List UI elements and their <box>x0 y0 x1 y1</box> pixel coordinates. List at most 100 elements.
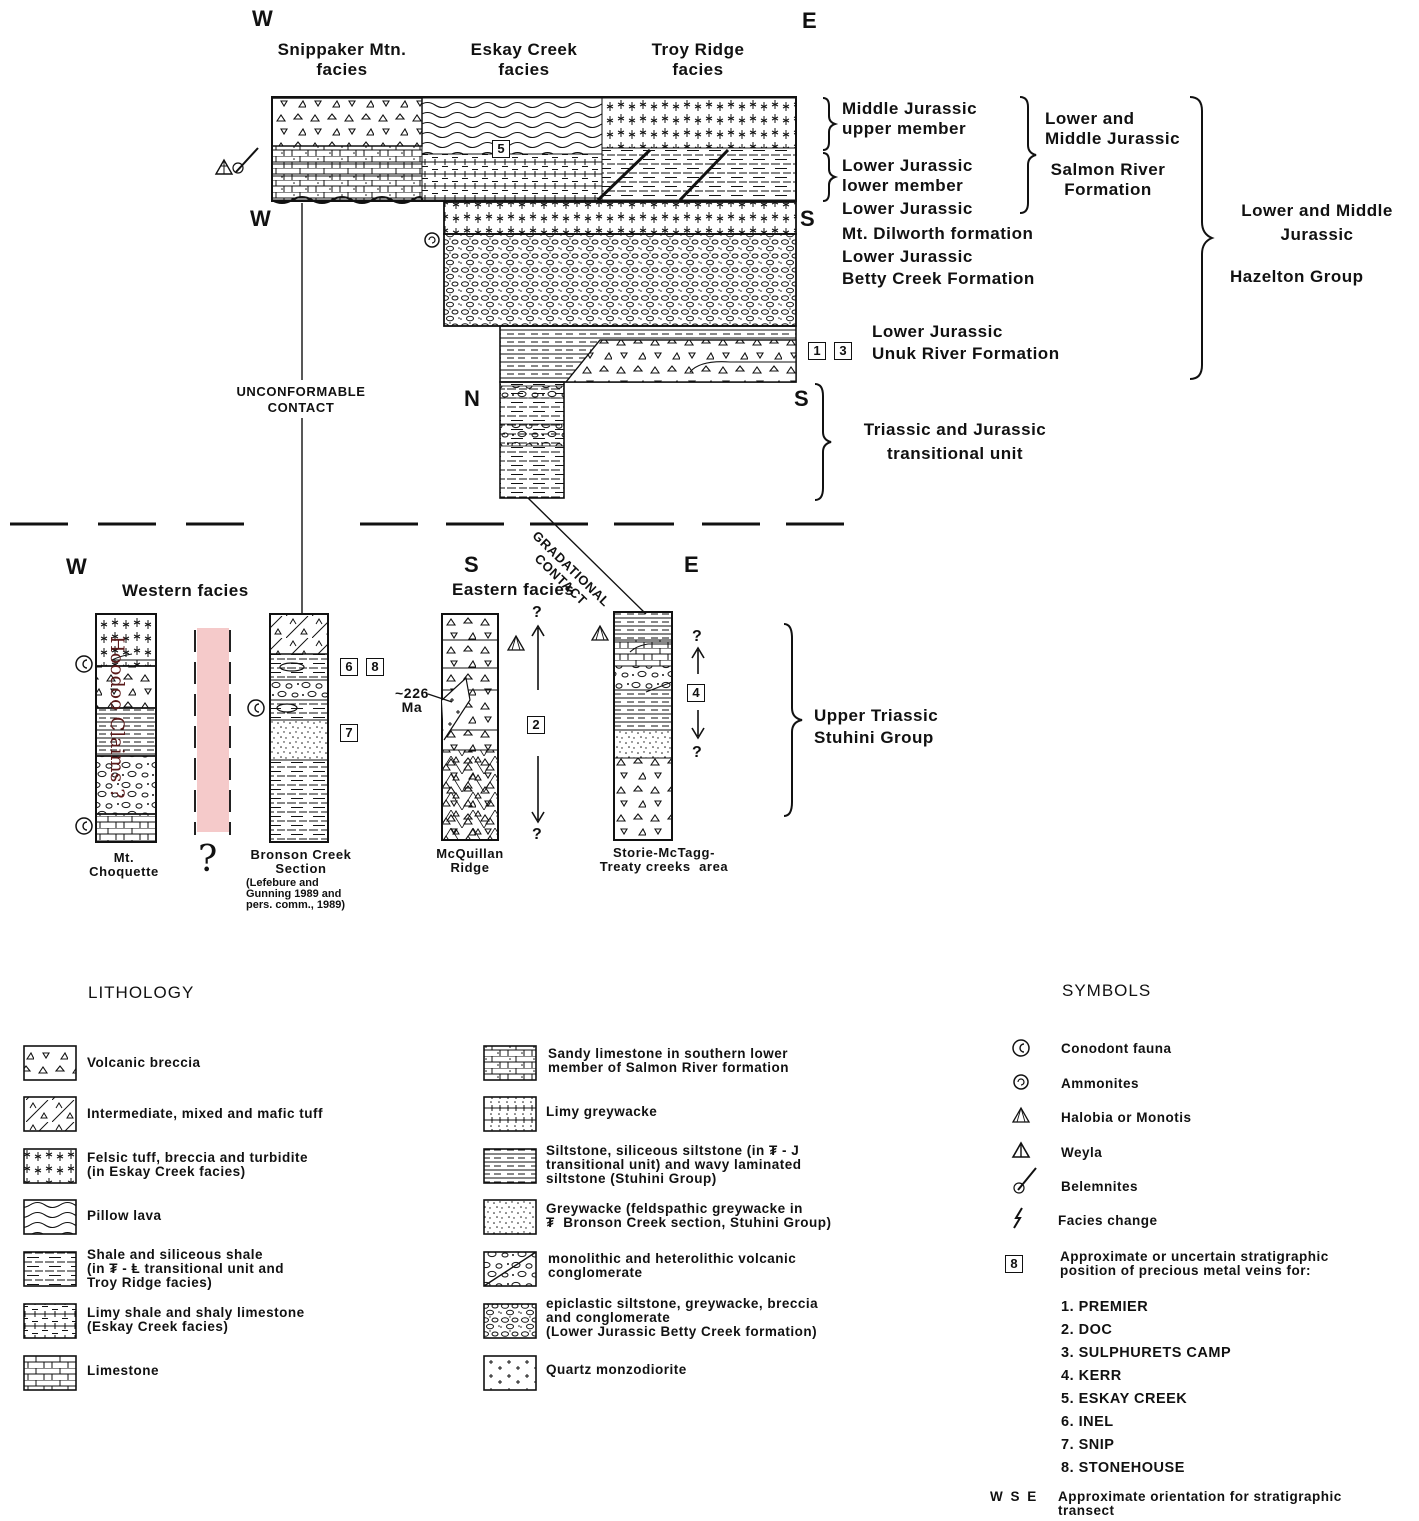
betty-creek-label: Betty Creek Formation <box>842 269 1035 288</box>
symbol-facies-change-label: Facies change <box>1058 1213 1158 1228</box>
belemnites-icon <box>1013 1167 1037 1194</box>
symbols-title: SYMBOLS <box>1062 981 1152 1000</box>
salmon-river-age-label: Lower and Middle Jurassic <box>1045 109 1181 148</box>
litho-volcanic-breccia: Volcanic breccia <box>87 1055 201 1070</box>
mcquillan-ridge-label: McQuillan Ridge <box>436 846 504 875</box>
weyla-icon <box>1011 1141 1031 1158</box>
litho-quartz-monzodiorite: Quartz monzodiorite <box>546 1362 687 1377</box>
vein-marker-8: 8 <box>366 658 384 676</box>
lower-direction-w-label: W <box>66 554 87 579</box>
weyla-icon <box>214 158 234 175</box>
lower-jurassic-unuk-label: Lower Jurassic <box>872 322 1003 341</box>
middle-jurassic-upper-member-label: Middle Jurassic upper member <box>842 99 978 138</box>
hoodoo-claims-label: Hoodoo Claims ? <box>106 636 128 799</box>
vein-marker-1: 1 <box>808 342 826 360</box>
storie-bottom-question: ? <box>692 744 702 761</box>
eastern-facies-label: Eastern facies <box>452 580 575 599</box>
conodont-icon <box>247 699 265 717</box>
vein-marker-7: 7 <box>340 724 358 742</box>
symbol-conodont-label: Conodont fauna <box>1061 1041 1172 1056</box>
storie-mctagg-label: Storie-McTagg- Treaty creeks area <box>599 845 729 874</box>
litho-shale: Shale and siliceous shale (in ₮ - Ⱡ tran… <box>87 1247 284 1290</box>
litho-limy-shale: Limy shale and shaly limestone (Eskay Cr… <box>87 1305 305 1334</box>
litho-pillow-lava: Pillow lava <box>87 1208 162 1223</box>
halobia-icon <box>590 624 610 641</box>
vein-marker-2: 2 <box>527 716 545 734</box>
lower-direction-e-label: E <box>684 552 699 577</box>
symbol-ammonites-label: Ammonites <box>1061 1076 1140 1091</box>
vein-marker-4: 4 <box>687 684 705 702</box>
hazelton-group-label: Hazelton Group <box>1230 267 1364 286</box>
legend-swatches <box>23 1039 1037 1391</box>
bronson-creek-label: Bronson Creek Section <box>250 847 352 876</box>
facies-snippaker-label: Snippaker Mtn. facies <box>277 40 407 79</box>
unuk-river-label: Unuk River Formation <box>872 344 1060 363</box>
facies-eskay-label: Eskay Creek facies <box>470 40 578 79</box>
litho-limy-greywacke: Limy greywacke <box>546 1104 658 1119</box>
litho-epiclastic: epiclastic siltstone, greywacke, breccia… <box>546 1296 819 1339</box>
upper-section <box>10 96 1215 615</box>
vein-premier: 1. PREMIER <box>1061 1299 1149 1315</box>
vein-sulphurets: 3. SULPHURETS CAMP <box>1061 1345 1232 1361</box>
belemnites-icon <box>232 147 259 174</box>
mt-dilworth-label: Mt. Dilworth formation <box>842 224 1034 243</box>
mt-choquette-label: Mt. Choquette <box>89 850 159 879</box>
vein-kerr: 4. KERR <box>1061 1368 1122 1384</box>
mcquillan-bottom-question: ? <box>532 826 542 843</box>
lower-jurassic-betty-label: Lower Jurassic <box>842 247 973 266</box>
symbol-vein-box: 8 <box>1005 1255 1023 1273</box>
direction-w2-label: W <box>250 206 271 231</box>
unconformable-contact-label: UNCONFORMABLE CONTACT <box>228 384 374 416</box>
direction-e-label: E <box>802 8 817 33</box>
litho-siltstone: Siltstone, siliceous siltstone (in ₮ - J… <box>546 1143 802 1186</box>
vein-inel: 6. INEL <box>1061 1414 1114 1430</box>
litho-limestone: Limestone <box>87 1363 160 1378</box>
litho-volcanic-conglomerate: monolithic and heterolithic volcanic con… <box>548 1251 797 1280</box>
direction-n-label: N <box>464 386 480 411</box>
litho-felsic-tuff: Felsic tuff, breccia and turbidite (in E… <box>87 1150 309 1179</box>
vein-marker-5: 5 <box>492 140 510 158</box>
lower-jurassic-label: Lower Jurassic <box>842 199 973 218</box>
lithology-title: LITHOLOGY <box>88 983 195 1002</box>
litho-sandy-limestone: Sandy limestone in southern lower member… <box>548 1046 790 1075</box>
litho-intermediate-tuff: Intermediate, mixed and mafic tuff <box>87 1106 324 1121</box>
stuhini-group-label: Upper Triassic Stuhini Group <box>814 706 939 747</box>
lower-jurassic-lower-member-label: Lower Jurassic lower member <box>842 156 973 195</box>
direction-s-label: S <box>800 206 815 231</box>
facies-troy-label: Troy Ridge facies <box>651 40 745 79</box>
ammonites-icon <box>424 232 440 248</box>
litho-greywacke: Greywacke (feldspathic greywacke in ₮ Br… <box>546 1201 832 1230</box>
bronson-reference-label: (Lefebure and Gunning 1989 and pers. com… <box>246 877 346 911</box>
age-226-ma-label: ~226 Ma <box>395 685 429 715</box>
mcquillan-top-question: ? <box>532 604 542 621</box>
lower-section <box>75 611 803 843</box>
vein-doc: 2. DOC <box>1061 1322 1113 1338</box>
lower-direction-s-label: S <box>464 552 479 577</box>
symbol-weyla-label: Weyla <box>1061 1145 1103 1160</box>
hazelton-age-label: Lower and Middle Jurassic <box>1241 201 1393 244</box>
storie-top-question: ? <box>692 628 702 645</box>
hoodoo-question-mark: ? <box>198 839 218 880</box>
vein-marker-6: 6 <box>340 658 358 676</box>
ammonites-icon <box>1013 1074 1029 1090</box>
vein-snip: 7. SNIP <box>1061 1437 1115 1453</box>
vein-marker-3: 3 <box>834 342 852 360</box>
symbol-vein-label: Approximate or uncertain stratigraphic p… <box>1060 1249 1329 1278</box>
conodont-icon <box>75 655 93 673</box>
direction-s2-label: S <box>794 386 809 411</box>
halobia-icon <box>506 634 526 651</box>
halobia-icon <box>1011 1106 1031 1123</box>
facies-change-icon <box>1013 1207 1023 1229</box>
conodont-icon <box>75 817 93 835</box>
triassic-jurassic-transitional-label: Triassic and Jurassic transitional unit <box>863 420 1047 463</box>
wse-description: Approximate orientation for stratigraphi… <box>1058 1489 1342 1518</box>
salmon-river-formation-label: Salmon River Formation <box>1050 160 1166 199</box>
western-facies-label: Western facies <box>122 581 249 600</box>
vein-eskay-creek: 5. ESKAY CREEK <box>1061 1391 1188 1407</box>
symbol-belemnites-label: Belemnites <box>1061 1179 1139 1194</box>
direction-w-label: W <box>252 6 273 31</box>
wse-code: W S E <box>990 1489 1039 1504</box>
conodont-icon <box>1012 1039 1030 1057</box>
vein-stonehouse: 8. STONEHOUSE <box>1061 1460 1185 1476</box>
